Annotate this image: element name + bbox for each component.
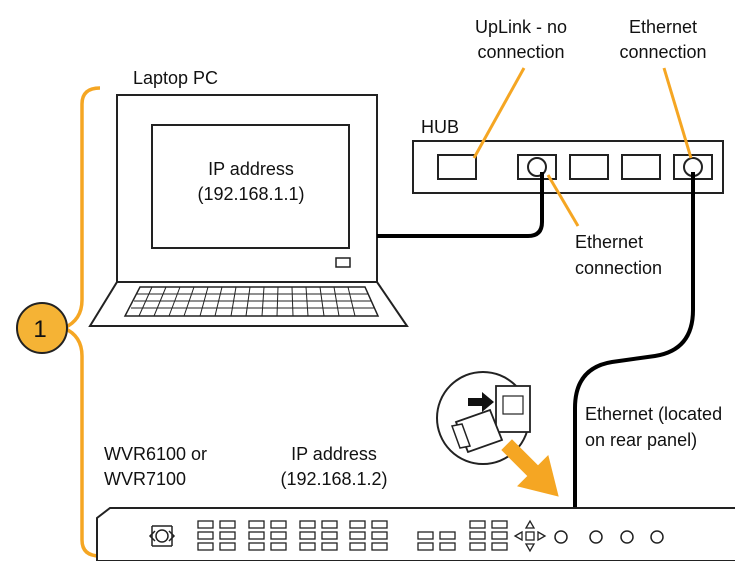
device-model-label: WVR6100 or [104,444,207,464]
uplink-label-2: connection [477,42,564,62]
uplink-leader [472,67,526,159]
step-number: 1 [33,316,46,343]
laptop-screen [151,124,350,249]
laptop-icon [88,94,409,327]
hub-port-2 [569,154,609,180]
rear-ethernet-label: Ethernet (located [585,404,722,424]
hub-ethernet-label-2: connection [619,42,706,62]
network-hub-icon [412,140,724,194]
laptop-ip-address: (192.168.1.1) [197,184,304,204]
laptop-keys [131,286,374,317]
uplink-label: UpLink - no [475,17,567,37]
device-panel [96,507,735,561]
rear-ethernet-label-2: on rear panel) [585,430,697,450]
hub-label: HUB [421,117,459,137]
laptop-to-hub-cable [377,172,544,238]
device-model-label-2: WVR7100 [104,469,186,489]
rj45-connector-icon [436,371,531,465]
laptop-ip-label: IP address [208,159,294,179]
device-ip-label: IP address [291,444,377,464]
hub-ethernet-leader [662,67,693,159]
hub-uplink-port [437,154,477,180]
laptop-indicator [335,257,351,268]
hub-to-device-cable [573,172,695,508]
laptop-ethernet-label: Ethernet [575,232,643,252]
hub-ethernet-label: Ethernet [629,17,697,37]
laptop-ethernet-leader [546,174,580,227]
device-button-grid [197,520,508,551]
laptop-label: Laptop PC [133,68,218,88]
device-knob-pad [148,525,176,547]
waveform-rasterizer-icon [96,507,735,561]
hub-port-3 [621,154,661,180]
device-round-buttons [554,530,664,544]
connector-pointer-arrow [501,439,559,497]
laptop-ethernet-label-2: connection [575,258,662,278]
device-arrow-keys [513,519,547,553]
step-number-badge: 1 [16,302,68,354]
device-ip-address: (192.168.1.2) [280,469,387,489]
